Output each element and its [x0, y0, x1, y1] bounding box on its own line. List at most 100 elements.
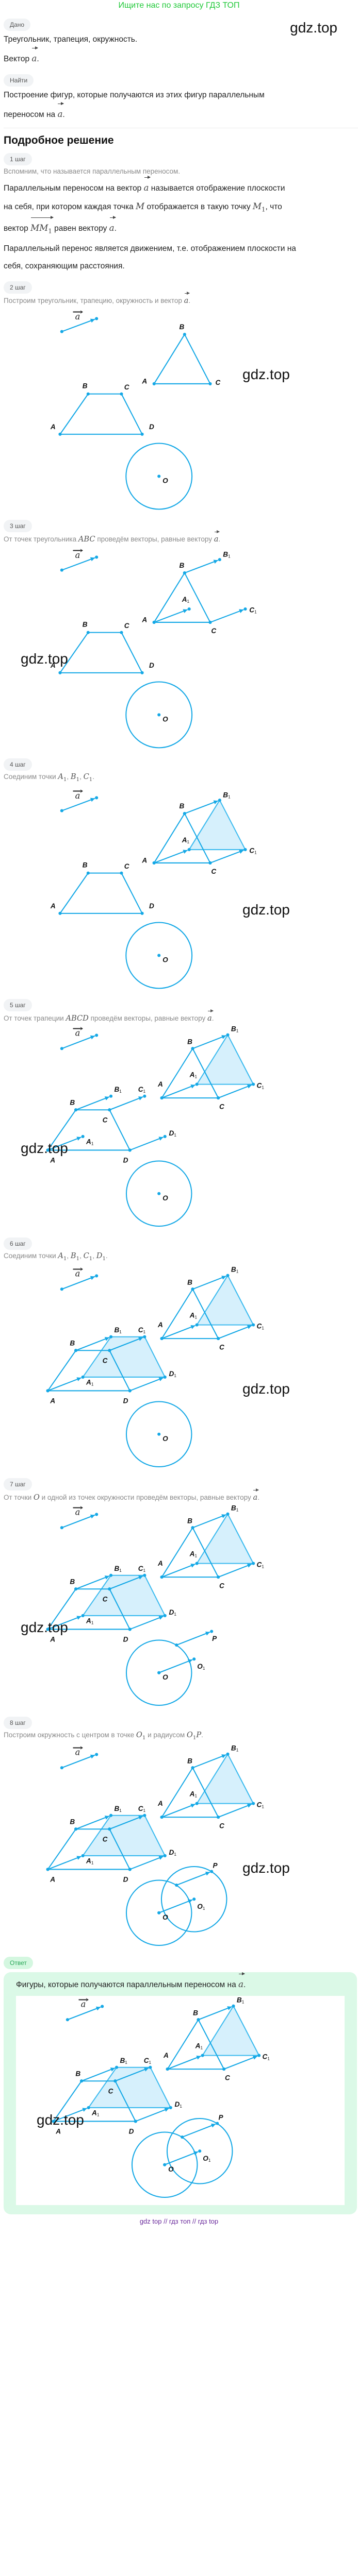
point-label: A — [157, 1320, 163, 1328]
text-run: отображается в такую точку — [144, 202, 253, 211]
vector-end-point — [163, 1134, 167, 1138]
point-label: A — [50, 1635, 55, 1642]
vector-end-point — [232, 2005, 235, 2008]
translation-vector — [167, 2056, 201, 2070]
center-o — [157, 1432, 161, 1436]
point-letter: C — [211, 867, 216, 875]
translation-vector — [192, 1275, 226, 1290]
point-label: D1 — [175, 2100, 183, 2109]
vector-arrow-head-icon — [80, 1027, 83, 1030]
point-letter: A — [189, 1071, 195, 1078]
point-letter: A — [141, 377, 147, 385]
math-symbol: B1 — [71, 772, 79, 783]
point-letter: B — [193, 2009, 198, 2017]
vector-arrow-head-icon — [80, 1267, 83, 1271]
point-label: C — [103, 1595, 108, 1602]
vector-end-point — [95, 555, 99, 559]
point-label: A1 — [189, 1071, 198, 1079]
point-subscript: 1 — [194, 1794, 197, 1799]
text-run: , — [79, 1251, 84, 1260]
vector-a — [67, 2007, 101, 2021]
center-o — [157, 953, 161, 957]
footer-links[interactable]: gdz top // гдз топ // гдз top — [139, 2217, 219, 2226]
vector-end-point — [109, 1814, 113, 1818]
point-letter: D — [149, 422, 154, 430]
math-letter: a — [207, 1013, 212, 1023]
math-letter: a — [31, 53, 37, 63]
vector-start-point — [175, 1884, 178, 1887]
vector-end-point — [252, 1802, 255, 1806]
point-letter: B — [114, 1085, 119, 1093]
point-label: B1 — [231, 1025, 239, 1033]
point-letter: B — [114, 1564, 119, 1572]
point-letter: A — [157, 1800, 163, 1807]
circle-o — [125, 1160, 192, 1227]
point-label: C1 — [257, 1561, 265, 1569]
vector-end-point — [198, 2149, 202, 2153]
math-letter: ABCD — [66, 1013, 89, 1023]
vector-start-point — [191, 1526, 194, 1529]
step-body-line: Параллельный перенос является движением,… — [4, 240, 354, 258]
search-banner[interactable]: Ищите нас по запросу ГДЗ ТОП — [118, 1, 240, 10]
step-description: Построим треугольник, трапецию, окружнос… — [4, 291, 354, 307]
point-subscript: 1 — [143, 1089, 146, 1093]
point-letter: B — [75, 2070, 80, 2077]
text-run: Вектор — [4, 55, 32, 63]
point-label: C1 — [138, 1805, 146, 1813]
point-label: C1 — [144, 2057, 152, 2065]
text-run: От точек трапеции — [4, 1014, 66, 1022]
point-label: D — [123, 1875, 128, 1883]
math-symbol: A1 — [58, 772, 67, 783]
vector-arrow-head-icon — [86, 1998, 89, 2002]
point-letter: C — [249, 846, 254, 854]
point-label: B1 — [231, 1504, 239, 1512]
point-subscript: 1 — [228, 794, 231, 799]
point-label: D — [149, 902, 154, 909]
math-letter: a — [214, 534, 219, 544]
point-label: A1 — [195, 2042, 203, 2050]
vector-start-point — [183, 811, 186, 815]
point-subscript: 1 — [174, 1612, 176, 1616]
point-label: B1 — [223, 550, 231, 558]
vector-start-point — [128, 1388, 132, 1392]
trapezoid-abcd — [59, 872, 143, 914]
point-letter: C — [124, 383, 129, 391]
vector-start-point — [74, 1108, 78, 1111]
vector-start-point — [217, 1336, 220, 1340]
vector-end-point — [210, 1870, 214, 1873]
circle-o — [125, 922, 193, 989]
triangle-abc — [161, 1527, 219, 1578]
math-letter: a — [238, 1979, 243, 1990]
translation-vector — [161, 1084, 196, 1098]
vector-start-point — [134, 2120, 137, 2123]
watermark: gdz.top — [21, 1619, 68, 1635]
point-label: D — [149, 422, 154, 430]
vector-start-point — [46, 1868, 50, 1871]
vector-end-point — [95, 1753, 99, 1756]
point-subscript: 1 — [242, 1999, 245, 2004]
vector-a-label: a — [75, 1028, 80, 1038]
point-letter: B — [187, 1038, 192, 1045]
vector-start-point — [128, 1868, 132, 1871]
point-subscript: 1 — [236, 1269, 239, 1274]
vector-end-point — [195, 1082, 199, 1086]
point-letter: C — [225, 2074, 230, 2081]
point-letter: B — [223, 550, 228, 558]
math-subscript: 1 — [89, 1256, 93, 1262]
text-run: . — [243, 1980, 246, 1990]
math-letter: a — [184, 296, 189, 305]
point-letter: A — [141, 616, 147, 623]
point-subscript: 1 — [143, 1329, 146, 1334]
point-label: A — [50, 1396, 55, 1404]
vector-start-point — [79, 2079, 84, 2083]
text-run: переносом на — [4, 110, 58, 119]
point-label: C — [103, 1115, 108, 1123]
vector-end-point — [257, 2054, 261, 2058]
point-subscript: 1 — [254, 850, 257, 855]
